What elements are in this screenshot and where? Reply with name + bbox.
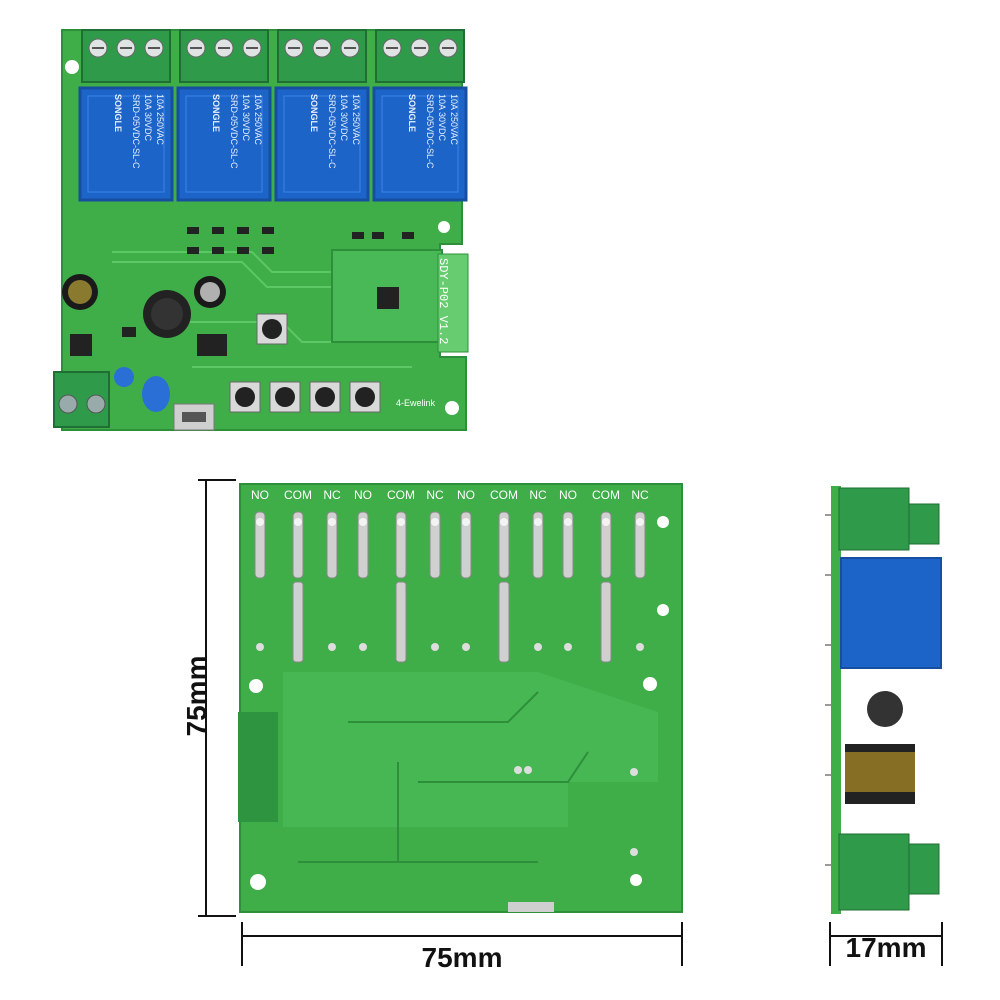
terminal-label: NO — [457, 488, 475, 502]
height-dimension-label: 75mm — [181, 655, 212, 737]
relay-label-line2: 10A 30VDC — [437, 94, 447, 142]
relay-pin-pad — [498, 511, 510, 579]
relay-label-line3: SRD-05VDC-SL-C — [327, 94, 337, 169]
relay-coil-pad — [498, 581, 510, 663]
tactile-button — [256, 313, 288, 345]
pad — [462, 643, 470, 651]
terminal-label: NC — [426, 488, 444, 502]
terminal-label: NO — [559, 488, 577, 502]
smd-component — [402, 232, 414, 239]
smd-component — [187, 227, 199, 234]
terminal-label: COM — [387, 488, 415, 502]
relay — [78, 86, 174, 202]
relay — [274, 86, 370, 202]
relay-label-line2: 10A 30VDC — [241, 94, 251, 142]
depth-dimension-label: 17mm — [845, 932, 927, 963]
terminal-block — [277, 29, 367, 83]
relay-coil-pad — [395, 581, 407, 663]
relay-pin-pad — [460, 511, 472, 579]
terminal-label: NC — [529, 488, 547, 502]
relay-pin-pad — [254, 511, 266, 579]
relay-pin-pad — [429, 511, 441, 579]
terminal-block — [375, 29, 465, 83]
tactile-button — [309, 381, 341, 413]
relay-label-brand: SONGLE — [211, 94, 221, 133]
smd-component — [237, 227, 249, 234]
tactile-button — [349, 381, 381, 413]
smd-component — [237, 247, 249, 254]
relay-pin-pad — [600, 511, 612, 579]
terminal-label: COM — [490, 488, 518, 502]
smd-component — [212, 227, 224, 234]
smd-component — [372, 232, 384, 239]
pad — [359, 643, 367, 651]
relay-pin-pad — [292, 511, 304, 579]
smd-component — [187, 247, 199, 254]
relay-pin-pad — [357, 511, 369, 579]
terminal-block — [179, 29, 269, 83]
relay-label-line1: 10A 250VAC — [351, 94, 361, 145]
terminal-block — [81, 29, 171, 83]
smd-component — [262, 247, 274, 254]
relay-label-line2: 10A 30VDC — [143, 94, 153, 142]
terminal-label: NC — [631, 488, 649, 502]
terminal-label: COM — [284, 488, 312, 502]
relay-label-brand: SONGLE — [309, 94, 319, 133]
pad — [328, 643, 336, 651]
tactile-button — [269, 381, 301, 413]
board-bottom-view: NO COM NC NO COM NC NO COM NC NO COM NC — [238, 482, 684, 914]
pad — [636, 643, 644, 651]
terminal-label: NO — [354, 488, 372, 502]
relay-label-line1: 10A 250VAC — [155, 94, 165, 145]
smd-component — [212, 247, 224, 254]
board-top-drawing — [53, 29, 469, 431]
board-bottom-drawing — [238, 483, 683, 913]
tactile-button — [229, 381, 261, 413]
relay-label-line1: 10A 250VAC — [253, 94, 263, 145]
pad — [564, 643, 572, 651]
relay — [372, 86, 468, 202]
pad — [534, 643, 542, 651]
brand-silk-label: 4-Ewelink — [396, 398, 436, 408]
smd-component — [262, 227, 274, 234]
relay-label-line1: 10A 250VAC — [449, 94, 459, 145]
relay — [176, 86, 272, 202]
smd-component — [352, 232, 364, 239]
terminal-label: COM — [592, 488, 620, 502]
relay-label-line3: SRD-05VDC-SL-C — [425, 94, 435, 169]
relay-label-brand: SONGLE — [113, 94, 123, 133]
relay-label-line3: SRD-05VDC-SL-C — [229, 94, 239, 169]
width-dimension-label: 75mm — [421, 942, 503, 973]
relay-pin-pad — [326, 511, 338, 579]
pad — [256, 643, 264, 651]
relay-pin-pad — [562, 511, 574, 579]
relay-label-brand: SONGLE — [407, 94, 417, 133]
relay-label-line3: SRD-05VDC-SL-C — [131, 94, 141, 169]
relay-pin-pad — [395, 511, 407, 579]
relay-coil-pad — [600, 581, 612, 663]
board-side-drawing — [825, 486, 942, 914]
relay-pin-pad — [532, 511, 544, 579]
terminal-label: NO — [251, 488, 269, 502]
relay-label-line2: 10A 30VDC — [339, 94, 349, 142]
terminal-label: NC — [323, 488, 341, 502]
module-label: SDY-P02 V1.2 — [436, 258, 450, 345]
board-side-view — [825, 484, 947, 916]
relay-coil-pad — [292, 581, 304, 663]
relay-pin-pad — [634, 511, 646, 579]
pad — [431, 643, 439, 651]
